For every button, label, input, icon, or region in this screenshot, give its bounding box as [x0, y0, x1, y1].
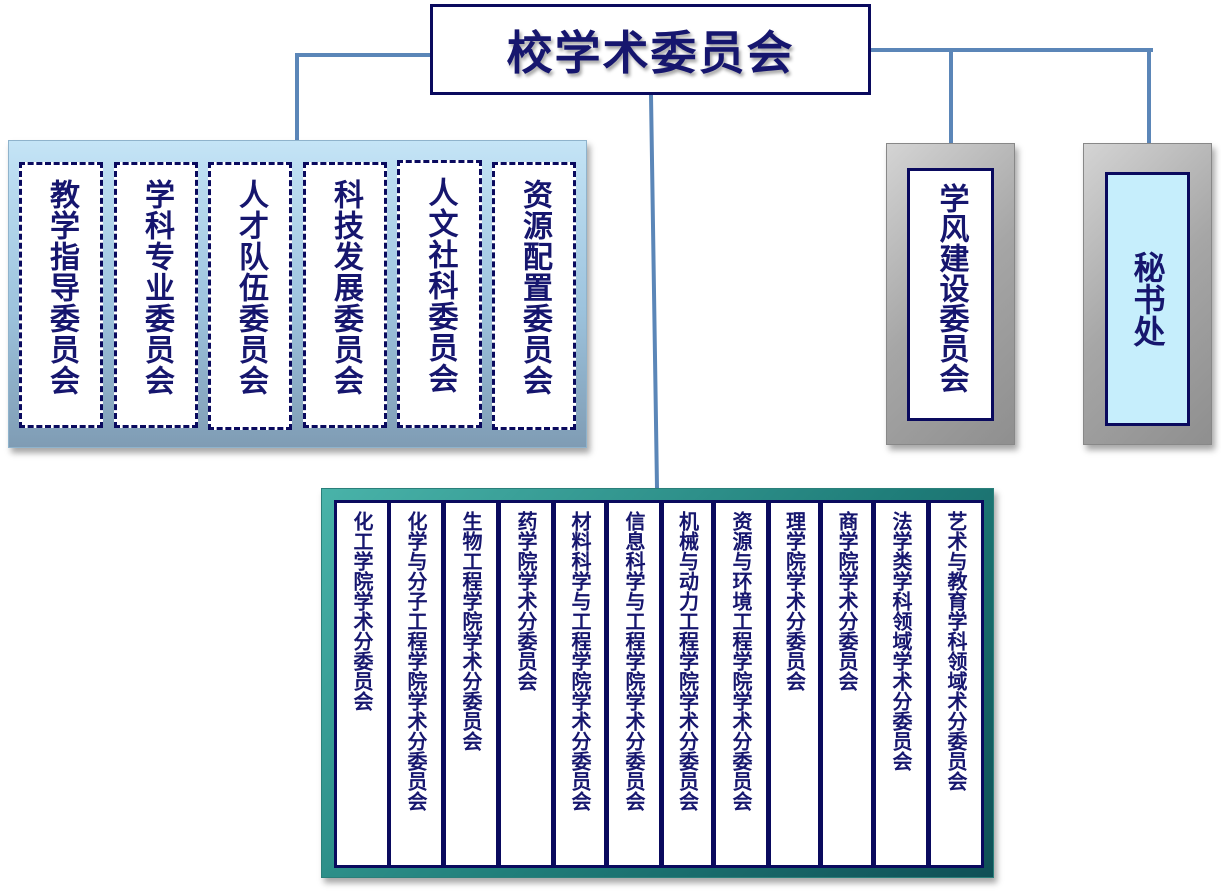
- committee-resource-allocation: 资源配置委员会: [492, 162, 576, 430]
- college-committee-chemistry-molecular: 化学与分子工程学院学术分委员会: [388, 500, 444, 868]
- secretariat-box: 秘书处: [1105, 172, 1190, 426]
- committee-label: 资源配置委员会: [517, 179, 552, 396]
- college-committee-pharmacy: 药学院学术分委员会: [498, 500, 554, 868]
- college-committee-label: 化工学院学术分委员会: [350, 511, 374, 711]
- college-committee-label: 化学与分子工程学院学术分委员会: [404, 511, 428, 811]
- college-committee-law: 法学类学科领域学术分委员会: [873, 500, 929, 868]
- college-committee-label: 艺术与教育学科领域术分委员会: [944, 511, 968, 791]
- college-committee-business: 商学院学术分委员会: [820, 500, 874, 868]
- committee-talent-team: 人才队伍委员会: [208, 162, 292, 430]
- committee-label: 人文社科委员会: [422, 177, 458, 394]
- root-label: 校学术委员会: [506, 25, 795, 80]
- college-committee-label: 机械与动力工程学院学术分委员会: [675, 511, 700, 811]
- connector-root-bottom: [648, 92, 660, 491]
- committee-humanities-social: 人文社科委员会: [397, 160, 482, 428]
- committee-label: 学科专业委员会: [139, 179, 174, 396]
- committee-label: 人才队伍委员会: [233, 179, 268, 396]
- college-committee-science: 理学院学术分委员会: [768, 500, 821, 868]
- college-committee-information: 信息科学与工程学院学术分委员会: [606, 500, 662, 868]
- committee-sci-tech-development: 科技发展委员会: [303, 162, 387, 428]
- college-committee-mechanical-power: 机械与动力工程学院学术分委员会: [661, 500, 714, 868]
- committee-label: 科技发展委员会: [328, 179, 363, 396]
- college-committee-arts-education: 艺术与教育学科领域术分委员会: [928, 500, 984, 868]
- academic-committee-root: 校学术委员会: [430, 4, 871, 95]
- college-committee-resources-environment: 资源与环境工程学院学术分委员会: [713, 500, 769, 868]
- college-committee-bioengineering: 生物工程学院学术分委员会: [443, 500, 499, 868]
- committee-discipline-major: 学科专业委员会: [114, 162, 198, 428]
- secretariat-label: 秘书处: [1128, 251, 1167, 347]
- style-committee-box: 学风建设委员会: [907, 168, 994, 421]
- committee-label: 教学指导委员会: [44, 179, 79, 396]
- college-committee-label: 材料科学与工程学院学术分委员会: [568, 511, 592, 811]
- college-committee-label: 药学院学术分委员会: [514, 511, 538, 691]
- college-committee-materials: 材料科学与工程学院学术分委员会: [553, 500, 607, 868]
- college-committee-label: 商学院学术分委员会: [835, 511, 859, 691]
- functional-committees-group: [8, 140, 587, 448]
- committee-teaching-guidance: 教学指导委员会: [19, 162, 103, 428]
- style-committee-label: 学风建设委员会: [933, 183, 969, 393]
- college-committee-label: 生物工程学院学术分委员会: [459, 511, 483, 751]
- college-committee-label: 法学类学科领域学术分委员会: [889, 511, 913, 771]
- college-committee-label: 资源与环境工程学院学术分委员会: [729, 511, 753, 811]
- college-committee-label: 信息科学与工程学院学术分委员会: [622, 511, 646, 811]
- college-committee-chemical-engineering: 化工学院学术分委员会: [334, 500, 390, 868]
- college-committee-label: 理学院学术分委员会: [782, 511, 807, 691]
